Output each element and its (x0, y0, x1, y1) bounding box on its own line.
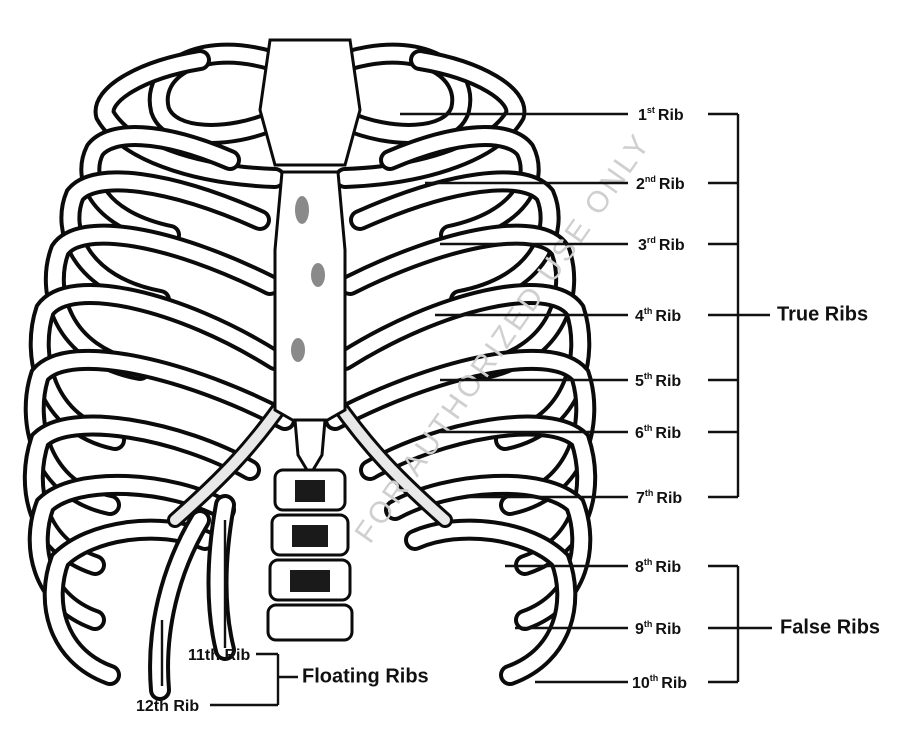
costal-cartilage (167, 392, 453, 528)
rib-label-12: 12th Rib (136, 698, 199, 715)
sternum-marks (291, 196, 325, 362)
sternum (273, 170, 347, 432)
floating-ribs-label: Floating Ribs (302, 665, 429, 687)
false-ribs-label: False Ribs (780, 616, 880, 638)
left-ribs (22, 42, 296, 701)
rib-cage-illustration (22, 38, 598, 701)
leader-lines (160, 112, 772, 707)
true-ribs-label: True Ribs (777, 303, 868, 325)
vertebral-column (266, 468, 354, 642)
right-ribs (324, 42, 598, 686)
rib-label-11: 11th Rib (188, 647, 250, 664)
manubrium (258, 38, 362, 167)
xiphoid-process (293, 418, 327, 478)
